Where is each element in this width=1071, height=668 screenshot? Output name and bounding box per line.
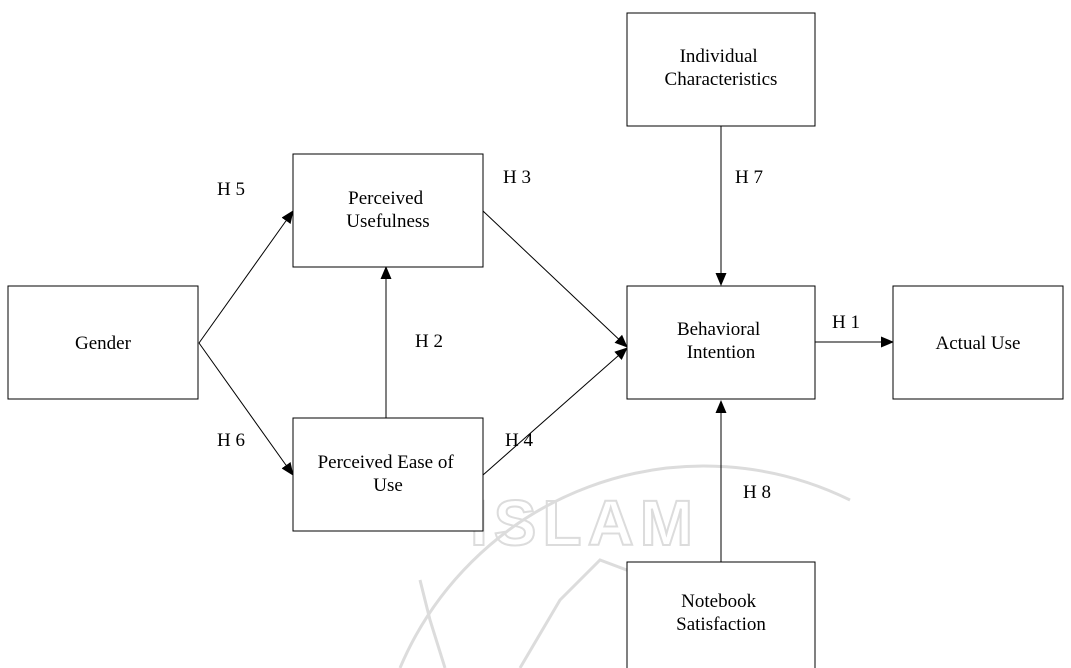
edge-h6-label: H 6: [217, 430, 245, 451]
edge-h6-line: [198, 342, 294, 476]
node-perceived-usefulness-line1: Perceived: [348, 188, 423, 209]
svg-text:Gender: Gender: [75, 333, 132, 354]
svg-text:Actual Use: Actual Use: [936, 333, 1021, 354]
svg-text:Individual Characteristi: Individual Characteristics: [665, 46, 778, 90]
node-notebook-satisfaction: Notebook Satisfaction: [626, 561, 816, 668]
svg-text:Behavioral Intention: Behavioral Intention: [677, 319, 765, 363]
svg-text:Perceived Usefulness: Perceived Usefulness: [346, 188, 429, 232]
edge-h7-label: H 7: [735, 167, 763, 188]
watermark-seal: ISLAM: [398, 464, 851, 668]
node-perceived-usefulness: Perceived Usefulness: [292, 153, 484, 268]
node-perceived-usefulness-line2: Usefulness: [346, 211, 429, 232]
node-perceived-ease-of-use-line2: Use: [373, 475, 403, 496]
watermark-text: ISLAM: [470, 487, 699, 559]
node-individual-characteristics-line1: Individual: [680, 46, 758, 67]
svg-text:Notebook Satisfaction: Notebook Satisfaction: [676, 591, 766, 635]
node-individual-characteristics-line2: Characteristics: [665, 69, 778, 90]
edge-h2-label: H 2: [415, 331, 443, 352]
node-perceived-ease-of-use-line1: Perceived Ease of: [318, 452, 455, 473]
diagram-edge-labels: H 5 H 6 H 2 H 3 H 4 H 7 H 8 H 1: [217, 167, 860, 503]
node-behavioral-intention-line2: Intention: [687, 342, 756, 363]
node-actual-use: Actual Use: [892, 285, 1064, 400]
edge-h4-label: H 4: [505, 430, 533, 451]
node-perceived-ease-of-use: Perceived Ease of Use: [292, 417, 484, 532]
diagram-edges: [198, 126, 894, 562]
node-notebook-satisfaction-line1: Notebook: [681, 591, 756, 612]
edge-h5-label: H 5: [217, 179, 245, 200]
svg-text:Perceived Ease of Use: Perceived Ease of Use: [318, 452, 459, 496]
node-gender-label: Gender: [75, 333, 132, 354]
edge-h5-line: [198, 210, 294, 344]
node-actual-use-label: Actual Use: [936, 333, 1021, 354]
node-notebook-satisfaction-line2: Satisfaction: [676, 614, 766, 635]
node-behavioral-intention: Behavioral Intention: [626, 285, 816, 400]
edge-h8-label: H 8: [743, 482, 771, 503]
node-gender: Gender: [7, 285, 199, 400]
node-individual-characteristics: Individual Characteristics: [626, 12, 816, 127]
edge-h3-label: H 3: [503, 167, 531, 188]
edge-h1-label: H 1: [832, 312, 860, 333]
edge-h3-line: [482, 210, 628, 348]
node-behavioral-intention-line1: Behavioral: [677, 319, 760, 340]
edge-h4-line: [482, 347, 628, 476]
